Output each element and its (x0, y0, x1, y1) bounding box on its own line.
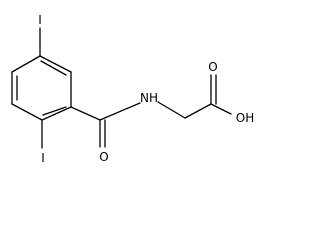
hydroxyl-label: OH (236, 111, 254, 125)
iodine-bottom-label: I (41, 151, 45, 165)
carboxyl-oxygen-label: O (208, 60, 217, 74)
bond-nitrogen-ch2 (157, 101, 186, 119)
iodine-top-label: I (38, 13, 42, 27)
amide-nitrogen-label: NH (140, 91, 158, 105)
bond-ring-carbonyl (70, 106, 101, 121)
ring-bond-c2-c3 (11, 103, 43, 121)
amide-oxygen-label: O (99, 150, 108, 164)
ring-inner-double-c5-c6 (40, 60, 67, 76)
benzene-ring (11, 55, 72, 121)
molecule-structure: I I O NH O OH (11, 13, 254, 165)
bond-carbonyl-nitrogen (99, 102, 141, 121)
bond-carboxyl-hydroxyl (210, 103, 232, 115)
ring-inner-double-c1-c2 (42, 106, 67, 116)
bond-ch2-carboxyl (184, 103, 212, 119)
ring-bond-c1-c2 (41, 106, 72, 121)
ring-bond-c5-c6 (39, 55, 72, 73)
ring-bond-c4-c5 (11, 55, 41, 73)
